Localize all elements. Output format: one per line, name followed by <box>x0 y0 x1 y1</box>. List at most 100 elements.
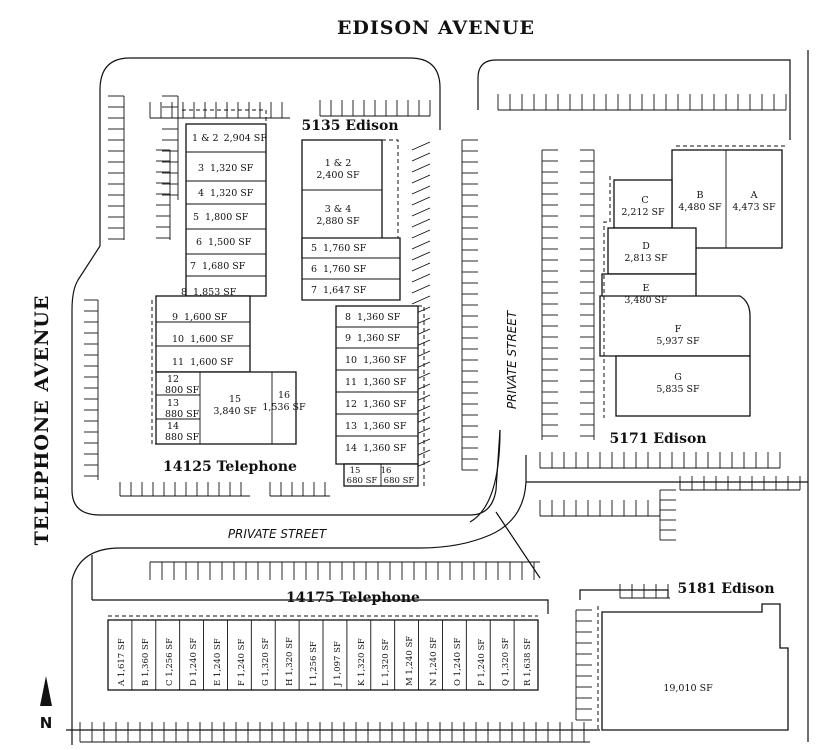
unit-14125-16-sf: 1,536 SF <box>262 402 306 413</box>
unit-14175-k-label: K 1,320 SF <box>357 638 367 686</box>
unit-5181-sf: 19,010 SF <box>663 683 713 694</box>
unit-14175-j-label: J 1,097 SF <box>333 641 343 687</box>
unit-5171-e-id: E <box>643 283 650 294</box>
unit-5171-g-sf: 5,835 SF <box>656 384 700 395</box>
unit-5135-3-4-sf: 2,880 SF <box>316 216 360 227</box>
unit-14175-d-label: D 1,240 SF <box>189 638 199 686</box>
unit-5171-d-sf: 2,813 SF <box>624 253 668 264</box>
parking-stall-line <box>411 251 431 261</box>
address-5171-edison: 5171 Edison <box>609 431 706 447</box>
north-arrow-icon: N <box>40 676 52 732</box>
unit-14175-b-label: B 1,360 SF <box>141 638 151 686</box>
unit-5135-3-4-id: 3 & 4 <box>325 204 352 215</box>
parking-stall-line <box>411 273 431 283</box>
unit-14175-h-label: H 1,320 SF <box>285 637 295 686</box>
parking-stall-line <box>411 163 431 173</box>
unit-5135-16-sf: 680 SF <box>384 476 415 486</box>
parking-stalls <box>79 94 801 743</box>
unit-14175-m-label: M 1,240 SF <box>405 636 415 686</box>
units-5171-labels: A 4,473 SF B 4,480 SF C 2,212 SF D 2,813… <box>621 190 776 395</box>
unit-14175-l-label: L 1,320 SF <box>381 639 391 686</box>
unit-5171-b-id: B <box>697 190 704 201</box>
parking-stall-line <box>411 141 431 151</box>
unit-5171-f-id: F <box>675 324 682 335</box>
unit-14175-i-label: I 1,256 SF <box>309 641 319 686</box>
unit-5135-15-sf: 680 SF <box>347 476 378 486</box>
unit-14125-15-sf: 3,840 SF <box>213 406 257 417</box>
unit-5171-a-id: A <box>750 190 758 201</box>
parking-stall-line <box>411 229 431 239</box>
building-5181-edison <box>597 603 789 731</box>
building-5135-edison <box>301 139 425 487</box>
unit-14125-13-sf: 880 SF <box>165 409 200 420</box>
unit-5171-f-sf: 5,937 SF <box>656 336 700 347</box>
telephone-avenue-label: TELEPHONE AVENUE <box>31 295 53 546</box>
unit-5135-15-id: 15 <box>350 466 361 476</box>
unit-14125-13-id: 13 <box>167 398 179 409</box>
unit-5135-1-2-id: 1 & 2 <box>325 158 352 169</box>
address-5181-edison: 5181 Edison <box>677 581 774 597</box>
unit-5171-g-id: G <box>674 372 682 383</box>
unit-14125-16-id: 16 <box>278 390 290 401</box>
unit-14175-f-label: F 1,240 SF <box>237 639 247 686</box>
edison-avenue-label: EDISON AVENUE <box>337 17 535 39</box>
unit-5171-e-sf: 3,480 SF <box>624 295 668 306</box>
unit-14175-o-label: O 1,240 SF <box>453 637 463 686</box>
unit-14175-q-label: Q 1,320 SF <box>501 637 511 686</box>
units-14175-labels: A 1,617 SF B 1,360 SF C 1,256 SF D 1,240… <box>117 636 533 687</box>
parking-stall-line <box>411 284 431 294</box>
parking-stall-line <box>411 240 431 250</box>
address-14125-telephone: 14125 Telephone <box>163 459 297 475</box>
private-street-vertical-label: PRIVATE STREET <box>505 309 519 409</box>
unit-14175-g-label: G 1,320 SF <box>261 638 271 686</box>
parking-stall-line <box>411 218 431 228</box>
unit-14175-p-label: P 1,240 SF <box>477 639 487 686</box>
building-5171-edison <box>599 145 786 418</box>
unit-14175-c-label: C 1,256 SF <box>165 638 175 686</box>
unit-14125-14-id: 14 <box>167 421 179 432</box>
unit-14125-12-id: 12 <box>167 374 179 385</box>
building-14175-telephone <box>107 615 539 691</box>
parking-stall-line <box>411 262 431 272</box>
parking-stall-line <box>411 295 431 305</box>
parking-stall-line <box>411 185 431 195</box>
parking-stall-line <box>411 196 431 206</box>
unit-14175-n-label: N 1,240 SF <box>429 637 439 686</box>
address-14175-telephone: 14175 Telephone <box>286 590 420 606</box>
building-14125-telephone <box>151 109 297 445</box>
site-boundaries <box>66 50 809 745</box>
unit-14175-e-label: E 1,240 SF <box>213 638 223 686</box>
unit-14125-12-sf: 800 SF <box>165 385 200 396</box>
unit-5135-1-2-sf: 2,400 SF <box>316 170 360 181</box>
parking-stall-line <box>411 152 431 162</box>
unit-14125-14-sf: 880 SF <box>165 432 200 443</box>
unit-5171-c-id: C <box>641 195 648 206</box>
address-5135-edison: 5135 Edison <box>301 118 398 134</box>
unit-14175-a-label: A 1,617 SF <box>117 638 127 687</box>
unit-5135-16-id: 16 <box>381 466 392 476</box>
private-street-horizontal-label: PRIVATE STREET <box>228 527 328 541</box>
parking-stall-line <box>411 174 431 184</box>
parking-stall-line <box>411 207 431 217</box>
